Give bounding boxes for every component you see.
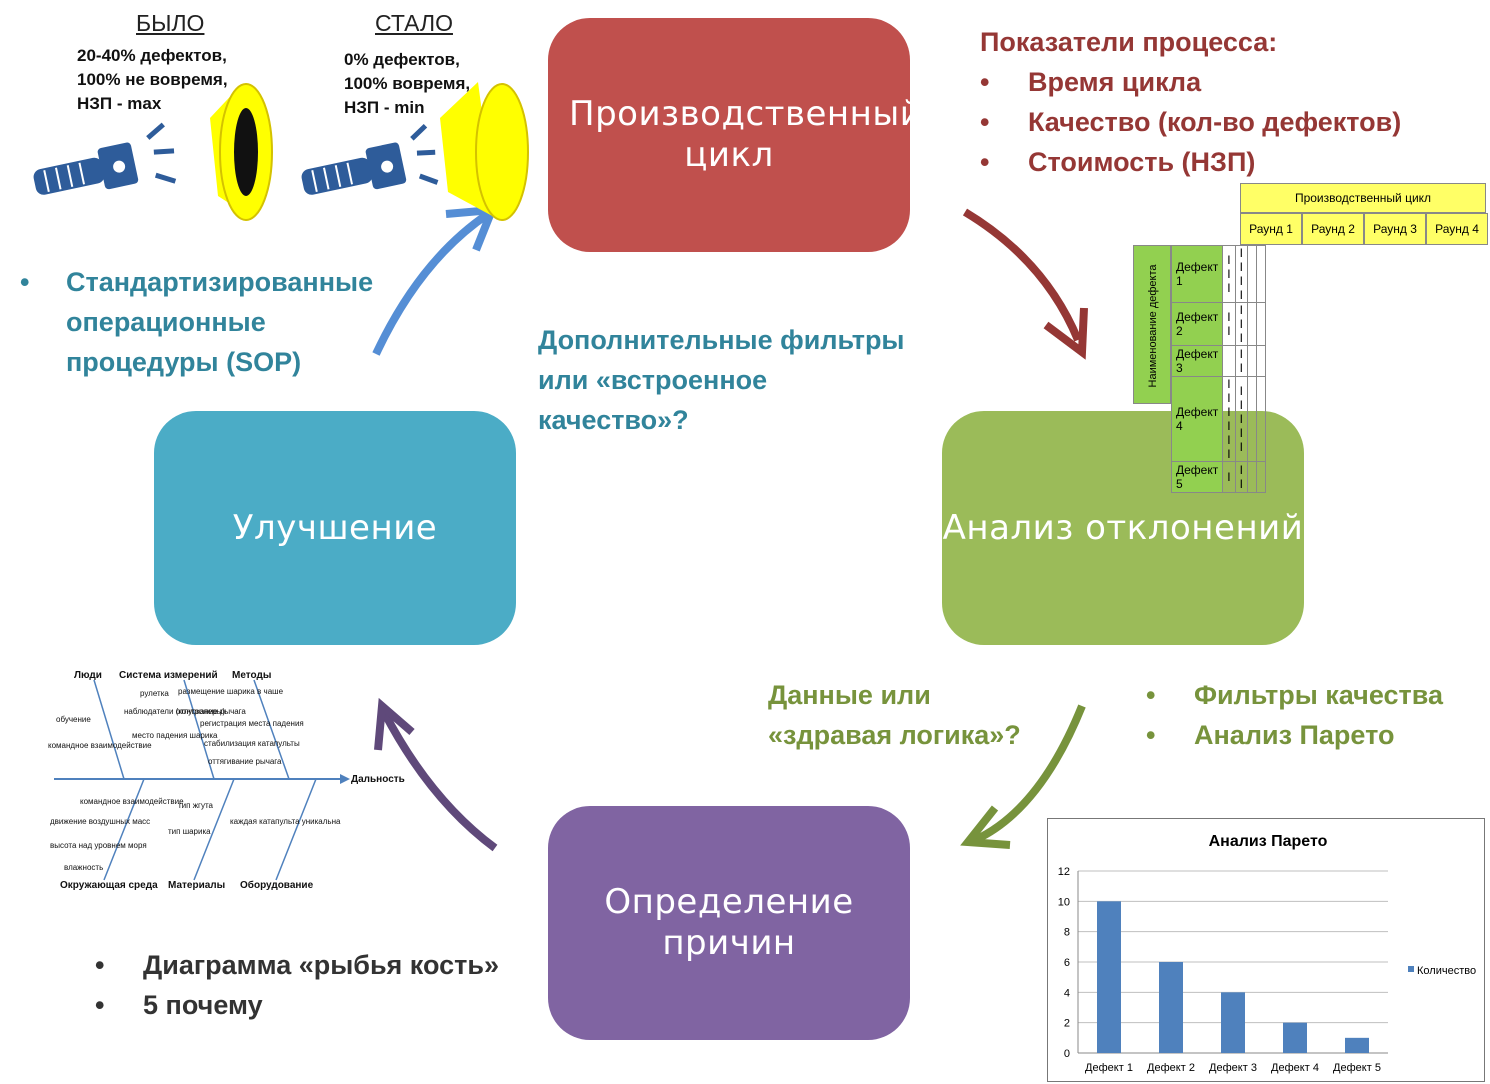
fishbone-cause: каждая катапульта уникальна [230, 817, 341, 826]
fishbone-effect: Дальность [351, 774, 405, 785]
bar [1283, 1022, 1307, 1053]
metric-item: Качество (кол-во дефектов) [980, 102, 1401, 142]
fishbone-cause: наблюдатели (контролеры) [124, 707, 225, 716]
x-tick-label: Дефект 4 [1271, 1062, 1319, 1074]
fishbone-cause: регистрация места падения [200, 719, 304, 728]
process-metrics-list: Время цикла Качество (кол-во дефектов) С… [980, 62, 1401, 182]
table-side-label-cell: Наименование дефекта [1133, 245, 1171, 404]
y-tick-label: 4 [1064, 987, 1070, 999]
table-row: Дефект 1 I I I I I I I [1170, 245, 1266, 303]
y-tick-label: 12 [1058, 866, 1070, 878]
fishbone-cat-people: Люди [74, 670, 102, 681]
flashlight-before: БЫЛО 20-40% дефектов, 100% не вовремя, Н… [20, 8, 280, 223]
fishbone-cat-measure: Система измерений [119, 670, 218, 681]
process-metrics: Показатели процесса: Время цикла Качеств… [980, 22, 1401, 182]
fishbone-cause: влажность [64, 863, 103, 872]
legend-label: Количество [1417, 965, 1476, 977]
production-cycle-label: Производственный цикл [569, 94, 923, 175]
builtin-quality-question: Дополнительные фильтры или «встроенное к… [538, 325, 905, 435]
improvement-label: Улучшение [232, 507, 438, 548]
flashlight-before-icon [33, 83, 273, 221]
x-tick-label: Дефект 1 [1085, 1062, 1133, 1074]
fishbone-cat-equipment: Оборудование [240, 879, 314, 891]
fishbone-diagram: Дальность Люди Система измерений Методы … [48, 670, 405, 891]
fishbone-cause: отпускание рычага [176, 707, 246, 716]
sop-item: Стандартизированные операционные процеду… [20, 262, 406, 382]
data-logic-question: Данные или «здравая логика»? [768, 680, 1021, 750]
bar [1345, 1037, 1369, 1053]
fishbone-cause: движение воздушных масс [50, 817, 150, 826]
y-tick-label: 6 [1064, 957, 1070, 969]
table-round-headers: Раунд 1 Раунд 2 Раунд 3 Раунд 4 [1240, 213, 1488, 245]
fishbone-cause: высота над уровнем моря [50, 841, 147, 850]
root-cause-label: Определение причин [604, 882, 854, 963]
x-tick-label: Дефект 3 [1209, 1062, 1257, 1074]
deviation-analysis-label: Анализ отклонений [942, 507, 1304, 548]
fishbone-cause: обучение [56, 715, 91, 724]
after-label: СТАЛО [375, 10, 453, 36]
y-tick-label: 10 [1058, 896, 1070, 908]
flashlight-after-icon [301, 82, 529, 221]
improvement-box: Улучшение [154, 411, 516, 645]
quality-tools-list: Фильтры качества Анализ Парето [1146, 675, 1443, 755]
legend-swatch [1408, 966, 1414, 972]
x-tick-label: Дефект 2 [1147, 1062, 1195, 1074]
y-tick-label: 8 [1064, 927, 1070, 939]
fishbone-cat-materials: Материалы [168, 880, 225, 891]
before-label: БЫЛО [136, 10, 205, 36]
defect-rows: Дефект 1 I I I I I I I Дефект 2 I I I I … [1170, 245, 1266, 493]
x-tick-label: Дефект 5 [1333, 1062, 1381, 1074]
cause-tool-item: Диаграмма «рыбья кость» [95, 945, 499, 985]
y-tick-label: 0 [1064, 1048, 1070, 1060]
bar [1221, 992, 1245, 1053]
metric-item: Стоимость (НЗП) [980, 142, 1401, 182]
bar [1159, 962, 1183, 1053]
after-stats: 0% дефектов, 100% вовремя, НЗП - min [344, 50, 471, 117]
production-cycle-box: Производственный цикл [548, 18, 923, 252]
chart-title: Анализ Парето [1208, 833, 1328, 850]
metric-item: Время цикла [980, 62, 1401, 102]
fishbone-cat-environment: Окружающая среда [60, 880, 158, 891]
quality-tool-item: Анализ Парето [1146, 715, 1443, 755]
fishbone-cat-methods: Методы [232, 670, 271, 681]
quality-tool-item: Фильтры качества [1146, 675, 1443, 715]
table-row: Дефект 2 I I I I I [1170, 302, 1266, 346]
flashlight-after: СТАЛО 0% дефектов, 100% вовремя, НЗП - m… [288, 8, 538, 223]
fishbone-cause: размещение шарика в чаше [178, 687, 284, 696]
cause-tools-list: Диаграмма «рыбья кость» 5 почему [95, 945, 499, 1025]
arrow-production-to-analysis [962, 208, 1088, 360]
table-row: Дефект 4 I I I I I I I I I I I [1170, 376, 1266, 462]
before-stats: 20-40% дефектов, 100% не вовремя, НЗП - … [77, 46, 228, 113]
table-row: Дефект 5 I I I [1170, 461, 1266, 493]
root-cause-box: Определение причин [548, 806, 910, 1040]
table-header-title: Производственный цикл [1240, 183, 1486, 213]
fishbone-cause: тип жгута [178, 801, 214, 810]
sop-note: Стандартизированные операционные процеду… [20, 262, 406, 382]
cause-tool-item: 5 почему [95, 985, 499, 1025]
fishbone-cause: место падения шарика [132, 731, 218, 740]
y-tick-label: 2 [1064, 1018, 1070, 1030]
arrow-analysis-to-causes [960, 704, 1086, 849]
fishbone-cause: стабилизация катапульты [204, 739, 300, 748]
fishbone-cause: тип шарика [168, 827, 211, 836]
bar [1097, 901, 1121, 1053]
fishbone-cause: командное взаимодействие [80, 797, 184, 806]
process-metrics-title: Показатели процесса: [980, 27, 1278, 57]
fishbone-cause: оттягивание рычага [208, 757, 282, 766]
fishbone-cause: рулетка [140, 689, 169, 698]
arrow-causes-to-improvement [374, 697, 498, 852]
table-side-label: Наименование дефекта [1147, 264, 1159, 388]
table-row: Дефект 3 I I [1170, 345, 1266, 377]
fishbone-cause: командное взаимодействие [48, 741, 152, 750]
